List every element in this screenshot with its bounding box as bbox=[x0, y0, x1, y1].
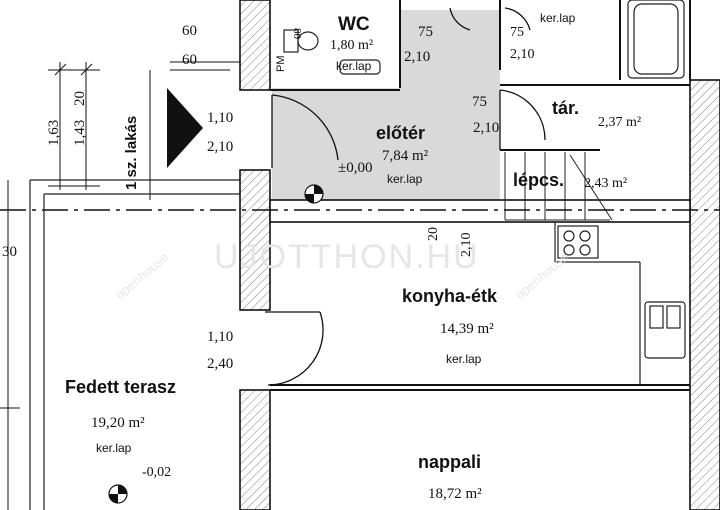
room-terasz-floor: ker.lap bbox=[96, 441, 132, 455]
dimension-lines bbox=[0, 61, 240, 510]
room-lepcs-area: 2,43 m² bbox=[584, 176, 627, 191]
room-terasz-label: Fedett terasz bbox=[65, 377, 176, 397]
terrace-outline bbox=[29, 179, 240, 510]
dim-left-v3: 20 bbox=[72, 91, 88, 106]
dim-terrace-door-w: 1,10 bbox=[207, 329, 233, 345]
dim-wc-door-w: 75 bbox=[418, 24, 433, 40]
upper-right-floor: ker.lap bbox=[540, 11, 576, 25]
room-eloter-label: előtér bbox=[376, 123, 425, 143]
dim-right-door-w: 75 bbox=[510, 25, 524, 40]
room-lepcs-label: lépcs. bbox=[513, 170, 564, 190]
room-wc-floor: ker.lap bbox=[336, 59, 372, 73]
dim-mid-v2: 2,10 bbox=[459, 233, 474, 258]
dim-right-door-h: 2,10 bbox=[510, 47, 535, 62]
staircase bbox=[504, 152, 613, 221]
dim-tar-door-h: 2,10 bbox=[473, 120, 499, 136]
hallway-fill bbox=[272, 10, 500, 200]
interior-walls bbox=[270, 0, 691, 391]
bathtub bbox=[627, 0, 685, 79]
dim-wc-door-h: 2,10 bbox=[404, 49, 430, 65]
dim-mid-v1: 20 bbox=[426, 227, 441, 241]
room-tar-label: tár. bbox=[552, 98, 579, 118]
room-nappali-area: 18,72 m² bbox=[428, 486, 482, 502]
dim-terrace-door-h: 2,40 bbox=[207, 356, 233, 372]
room-eloter-level: ±0,00 bbox=[338, 160, 372, 176]
dim-window-h: 60 bbox=[182, 52, 197, 68]
room-tar-area: 2,37 m² bbox=[598, 115, 641, 130]
watermark-brand-right: openhouse bbox=[512, 249, 571, 302]
dim-entry-h: 2,10 bbox=[207, 139, 233, 155]
toilet-fixture bbox=[283, 29, 381, 75]
door-swings bbox=[265, 7, 546, 386]
unit-label: 1 sz. lakás bbox=[123, 116, 140, 190]
dim-left-edge: 30 bbox=[2, 244, 17, 260]
room-eloter-floor: ker.lap bbox=[387, 172, 423, 186]
room-konyha-area: 14,39 m² bbox=[440, 321, 494, 337]
watermark-brand-left: openhouse bbox=[112, 249, 171, 302]
pm-label: PM bbox=[275, 56, 287, 73]
kitchen-counter bbox=[554, 222, 686, 385]
dim-entry-w: 1,10 bbox=[207, 110, 233, 126]
dim-window-w: 60 bbox=[182, 23, 197, 39]
room-konyha-label: konyha-étk bbox=[402, 286, 498, 306]
wc-vertical-dim: 80 bbox=[291, 28, 303, 40]
room-terasz-level: -0,02 bbox=[142, 465, 171, 480]
room-wc-label: WC bbox=[338, 14, 370, 35]
room-nappali-label: nappali bbox=[418, 452, 481, 472]
level-markers bbox=[108, 184, 324, 504]
room-terasz-area: 19,20 m² bbox=[91, 415, 145, 431]
room-eloter-area: 7,84 m² bbox=[382, 148, 429, 164]
room-wc-area: 1,80 m² bbox=[330, 38, 373, 53]
dim-tar-door-w: 75 bbox=[472, 94, 487, 110]
watermark-text: UJOTTHON.HU bbox=[214, 238, 480, 276]
dim-left-v1: 1,63 bbox=[46, 120, 62, 146]
dim-left-v2: 1,43 bbox=[72, 120, 88, 146]
room-konyha-floor: ker.lap bbox=[446, 352, 482, 366]
entrance-arrow-icon bbox=[167, 88, 203, 168]
